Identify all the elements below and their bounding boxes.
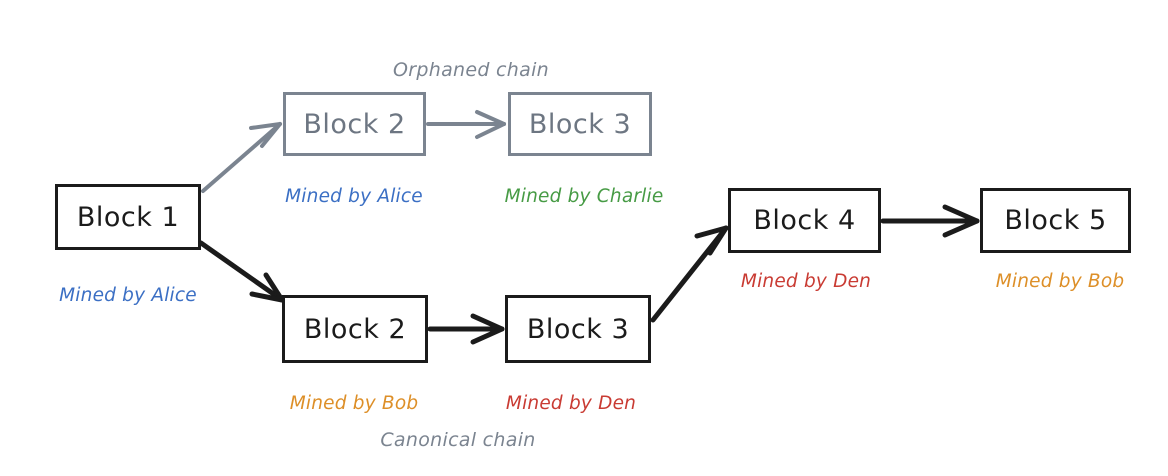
block-4[interactable]: Block 4 — [728, 188, 881, 253]
arrow-canonical-block3-to-block4 — [650, 225, 729, 323]
block-1-miner-label: Mined by Alice — [59, 285, 197, 306]
block-5-label: Block 5 — [1004, 205, 1107, 236]
orphan-block-2-label: Block 2 — [303, 108, 406, 140]
canonical-block-3-label: Block 3 — [526, 313, 630, 345]
block-1-label: Block 1 — [76, 201, 180, 233]
block-4-miner-label: Mined by Den — [740, 271, 872, 292]
block-1[interactable]: Block 1 — [55, 184, 201, 250]
canonical-block-2-label: Block 2 — [303, 313, 407, 345]
arrow-block1-to-canonical-block2 — [198, 240, 285, 303]
block-4-label: Block 4 — [753, 205, 856, 236]
arrow-block4-to-block5 — [880, 204, 980, 238]
arrow-block1-to-orphan-block2 — [201, 122, 282, 193]
canonical-chain-label: Canonical chain — [380, 429, 536, 451]
orphan-block-3-miner-label: Mined by Charlie — [504, 186, 664, 207]
canonical-block-2[interactable]: Block 2 — [282, 295, 428, 363]
orphan-block-2-miner-label: Mined by Alice — [285, 186, 423, 207]
arrow-canonical-block2-to-canonical-block3 — [427, 313, 505, 345]
canonical-block-3[interactable]: Block 3 — [505, 295, 651, 363]
orphaned-chain-label: Orphaned chain — [393, 59, 549, 81]
arrow-orphan-block2-to-orphan-block3 — [426, 110, 506, 139]
orphan-block-3[interactable]: Block 3 — [508, 92, 652, 156]
block-5-miner-label: Mined by Bob — [995, 271, 1125, 292]
canonical-block-3-miner-label: Mined by Den — [505, 393, 637, 414]
canonical-block-2-miner-label: Mined by Bob — [289, 393, 419, 414]
orphan-block-3-label: Block 3 — [528, 108, 632, 140]
orphan-block-2[interactable]: Block 2 — [283, 92, 426, 156]
block-5[interactable]: Block 5 — [980, 188, 1131, 253]
